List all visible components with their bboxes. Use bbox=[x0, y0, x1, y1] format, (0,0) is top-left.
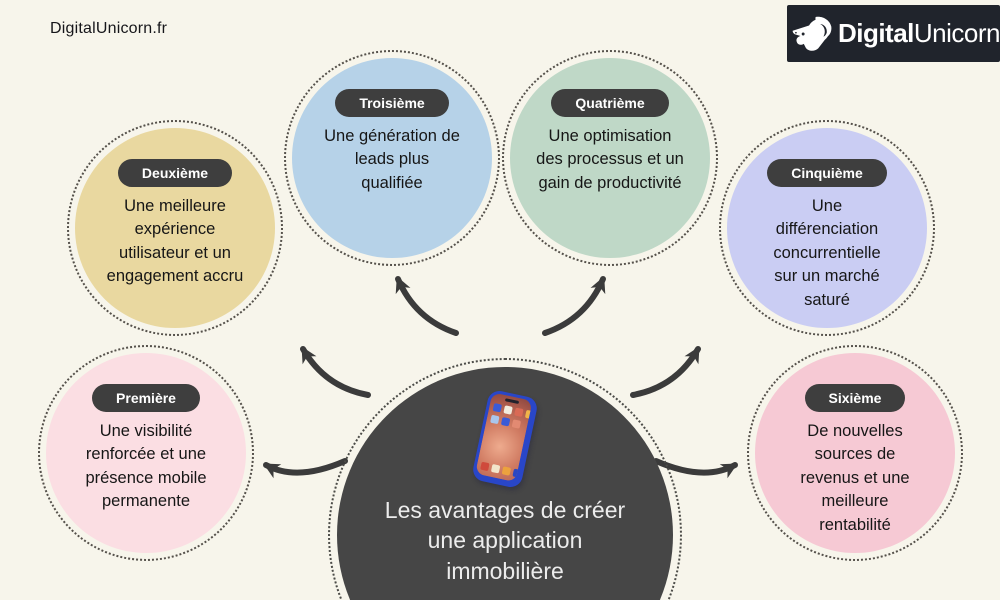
brand-name-regular: Unicorn bbox=[913, 18, 1000, 48]
arrow-to-quatrieme bbox=[542, 276, 606, 336]
bubble-troisieme: Troisième Une génération de leads plus q… bbox=[284, 50, 500, 266]
arrow-to-premiere bbox=[263, 458, 348, 479]
badge-troisieme: Troisième bbox=[335, 89, 449, 117]
bubble-sixieme: Sixième De nouvelles sources de revenus … bbox=[747, 345, 963, 561]
site-url: DigitalUnicorn.fr bbox=[50, 20, 168, 37]
badge-quatrieme: Quatrième bbox=[551, 89, 669, 117]
bubble-text-premiere: Une visibilité renforcée et une présence… bbox=[85, 422, 207, 511]
badge-premiere: Première bbox=[92, 384, 200, 412]
badge-cinquieme: Cinquième bbox=[767, 159, 887, 187]
brand-logo: DigitalUnicorn bbox=[787, 5, 1000, 62]
bubble-text-cinquieme: Une différenciation concurrentielle sur … bbox=[773, 197, 881, 309]
arrow-to-deuxieme bbox=[300, 346, 371, 398]
smartphone-icon bbox=[470, 388, 540, 490]
arrow-to-troisieme bbox=[395, 276, 459, 336]
badge-sixieme: Sixième bbox=[804, 384, 906, 412]
brand-name-bold: Digital bbox=[837, 18, 914, 48]
unicorn-icon bbox=[792, 16, 832, 51]
bubble-text-troisieme: Une génération de leads plus qualifiée bbox=[324, 127, 460, 192]
smartphone-notch bbox=[504, 398, 519, 404]
badge-deuxieme: Deuxième bbox=[117, 159, 233, 187]
bubble-deuxieme: Deuxième Une meilleure expérience utilis… bbox=[67, 120, 283, 336]
arrow-to-cinquieme bbox=[630, 346, 701, 398]
bubble-cinquieme: Cinquième Une différenciation concurrent… bbox=[719, 120, 935, 336]
main-title: Les avantages de créer une application i… bbox=[384, 497, 626, 584]
bubble-text-deuxieme: Une meilleure expérience utilisateur et … bbox=[106, 197, 244, 286]
center-circle: Les avantages de créer une application i… bbox=[328, 358, 682, 600]
smartphone-screen bbox=[475, 392, 533, 483]
bubble-text-quatrieme: Une optimisation des processus et un gai… bbox=[536, 127, 684, 192]
bubble-premiere: Première Une visibilité renforcée et une… bbox=[38, 345, 254, 561]
bubble-quatrieme: Quatrième Une optimisation des processus… bbox=[502, 50, 718, 266]
brand-name: DigitalUnicorn bbox=[838, 18, 1000, 49]
bubble-text-sixieme: De nouvelles sources de revenus et une m… bbox=[800, 422, 910, 534]
